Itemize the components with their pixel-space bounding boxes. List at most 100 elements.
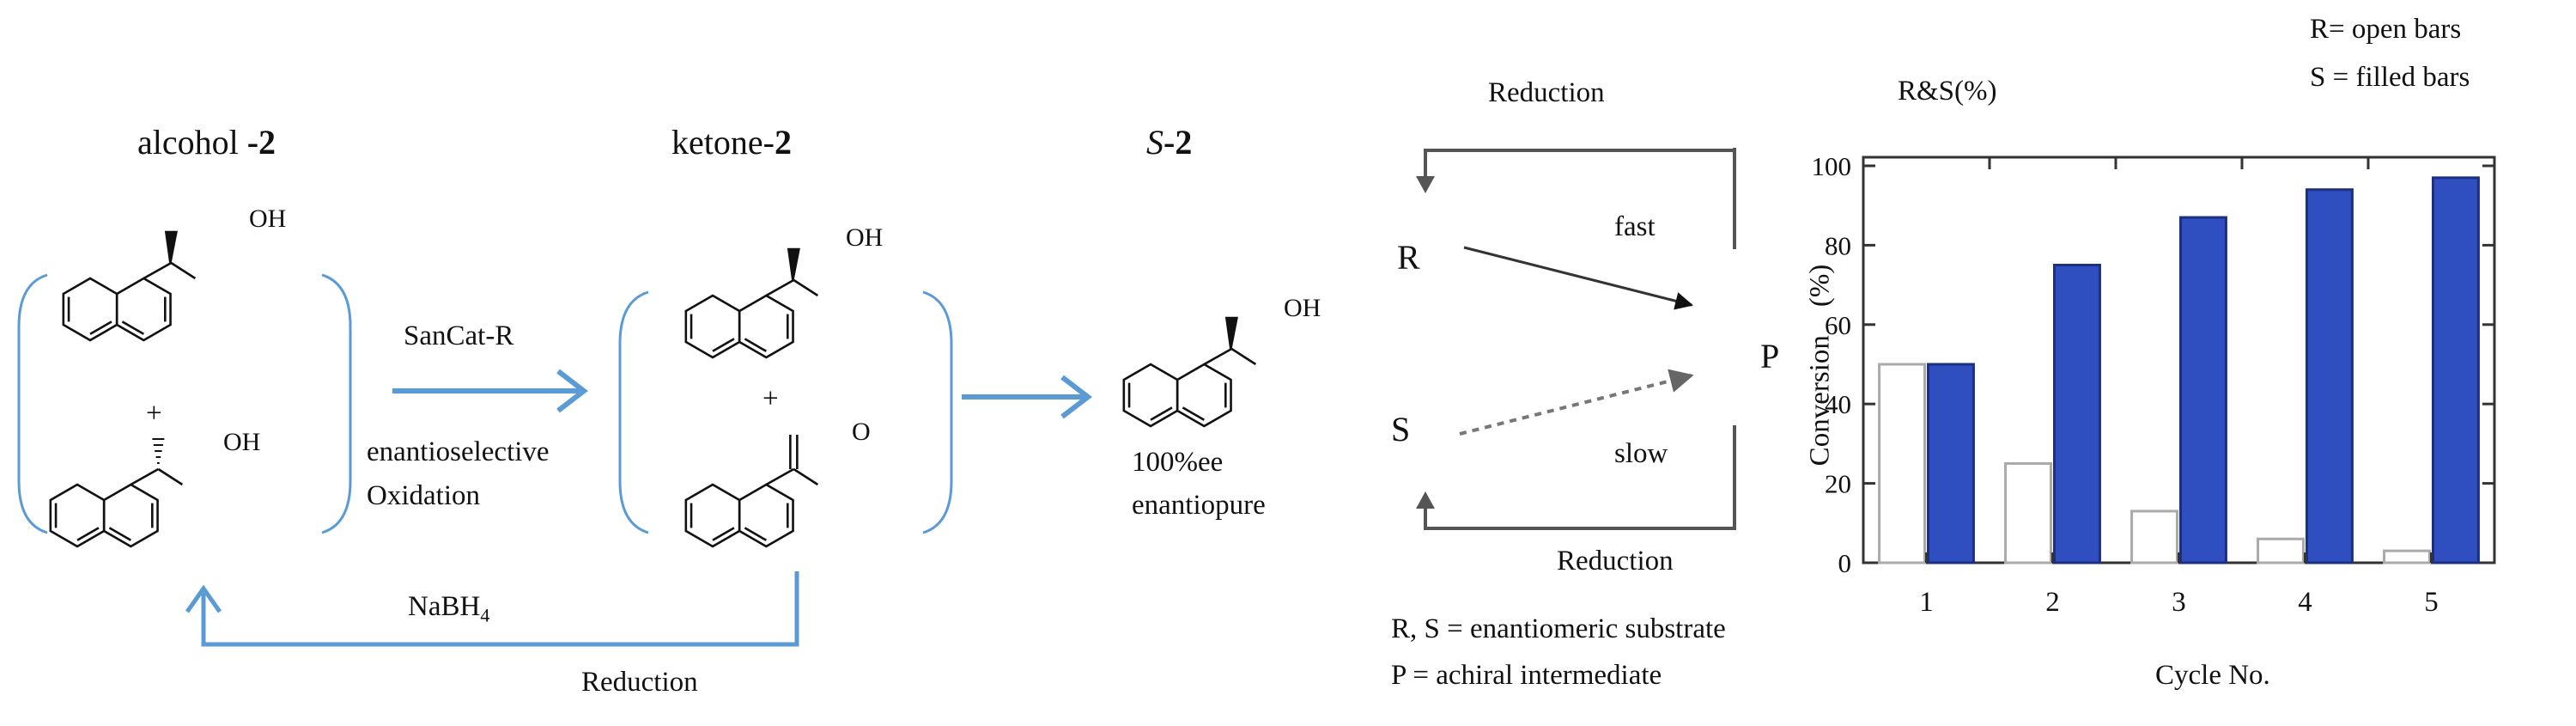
alcohol-bracket-left (17, 273, 48, 534)
y-tick-label: 60 (1825, 310, 1851, 340)
double-bond (76, 527, 100, 541)
ketone-bracket-left (618, 290, 649, 534)
alcohol-molecule-2 (49, 438, 184, 548)
mech-bottom-arrowhead (1416, 491, 1435, 509)
side-chain-bond (130, 467, 159, 486)
bar-s-filled (2053, 264, 2101, 564)
bar-s-filled (2306, 188, 2354, 564)
reduction-label-scheme: Reduction (581, 667, 698, 698)
naphthalene-ring (738, 294, 794, 359)
bar-r-open (2004, 462, 2053, 564)
y-tick-label: 20 (1825, 469, 1851, 499)
oh-label-4: OH (1284, 294, 1321, 322)
naphthalene-ring (49, 483, 106, 548)
bar-s-filled (1927, 363, 1975, 564)
mech-top-arrowhead (1416, 176, 1435, 193)
oh-label-1: OH (249, 204, 287, 233)
alcohol-2-label: alcohol -2 (137, 123, 276, 162)
naphthalene-ring (684, 294, 741, 359)
naphthalene-ring (102, 483, 159, 548)
y-tick-label: 100 (1812, 151, 1852, 181)
ketone-bracket-right (922, 290, 953, 534)
mech-s-label: S (1391, 410, 1411, 448)
x-tick-label: 3 (2172, 587, 2186, 618)
nabh4-label: NaBH4 (408, 591, 490, 626)
double-bond (121, 320, 145, 335)
double-bond (712, 527, 735, 541)
mechanism-diagram (1416, 148, 1736, 530)
double-bond (744, 527, 768, 541)
methyl-bond (793, 467, 819, 486)
plus-sign-middle: + (762, 383, 779, 414)
mech-bottom-path (1424, 425, 1736, 530)
naphthalene-ring (684, 483, 741, 548)
mech-top-reduction: Reduction (1488, 77, 1605, 108)
naphthalene-ring (1122, 363, 1179, 428)
s2-label: S-2 (1146, 123, 1193, 162)
x-tick-label: 1 (1919, 587, 1934, 618)
mech-legend-line2: P = achiral intermediate (1391, 660, 1662, 691)
oxidation-line1: enantioselective (367, 436, 550, 467)
alcohol-bracket-right (321, 273, 352, 534)
naphthalene-ring (115, 277, 172, 342)
naphthalene-ring (1176, 363, 1232, 428)
y-tick-label: 40 (1825, 389, 1851, 419)
methyl-bond (793, 278, 819, 297)
ketone-molecule (684, 435, 819, 548)
mech-p-label: P (1760, 337, 1780, 375)
mech-top-path (1424, 148, 1736, 180)
alcohol-molecule-1 (62, 230, 197, 342)
oh-label-2: OH (223, 428, 261, 456)
reduction-return-arrow (185, 571, 799, 647)
plus-sign-left: + (146, 398, 162, 429)
s2-product-molecule (1122, 316, 1257, 428)
y-tick-label: 80 (1825, 230, 1851, 260)
double-bond (108, 527, 132, 541)
mech-fast-label: fast (1614, 211, 1656, 242)
oh-label-3: OH (846, 223, 884, 252)
side-chain-bond (765, 467, 794, 486)
side-chain-bond (143, 261, 172, 280)
naphthalene-ring (738, 483, 794, 548)
double-bond (1182, 406, 1206, 421)
chart-legend-filled: S = filled bars (2310, 62, 2470, 93)
naphthalene-ring (62, 277, 118, 342)
x-tick-label: 5 (2424, 587, 2439, 618)
double-bond (89, 320, 112, 335)
double-bond (1150, 406, 1173, 421)
bar-r-open (2130, 509, 2179, 564)
bar-s-filled (2432, 176, 2480, 564)
methyl-bond (157, 467, 184, 486)
mech-bottom-reduction: Reduction (1557, 546, 1674, 577)
oxidation-arrow (392, 369, 588, 413)
left-bracket-group (17, 273, 953, 534)
bar-s-filled (2179, 216, 2227, 564)
y-tick-label: 0 (1838, 548, 1852, 578)
to-product-arrow (962, 375, 1092, 419)
double-bond (712, 338, 735, 352)
wedge-bond (164, 230, 178, 264)
wedge-bond (787, 247, 800, 281)
ketone-alcohol-molecule (684, 247, 819, 359)
mech-slow-arrow (1459, 369, 1694, 436)
mech-legend-line1: R, S = enantiomeric substrate (1391, 613, 1726, 644)
o-label-ketone: O (852, 418, 871, 446)
bar-r-open (2257, 537, 2306, 564)
mech-fast-arrow (1463, 246, 1694, 310)
bar-r-open (1878, 363, 1927, 564)
side-chain-bond (765, 278, 794, 297)
product-note-line2: enantiopure (1132, 490, 1266, 521)
double-bond (744, 338, 768, 352)
product-note-line1: 100%ee (1132, 447, 1224, 478)
oxidation-line2: Oxidation (367, 480, 480, 511)
chart-corner-label: R&S(%) (1898, 76, 1997, 107)
chart-legend-open: R= open bars (2310, 14, 2462, 45)
methyl-bond (170, 261, 197, 280)
side-chain-bond (1203, 347, 1232, 366)
catalyst-label: SanCat-R (404, 320, 514, 351)
mech-slow-label: slow (1614, 438, 1668, 469)
x-tick-label: 4 (2298, 587, 2312, 618)
